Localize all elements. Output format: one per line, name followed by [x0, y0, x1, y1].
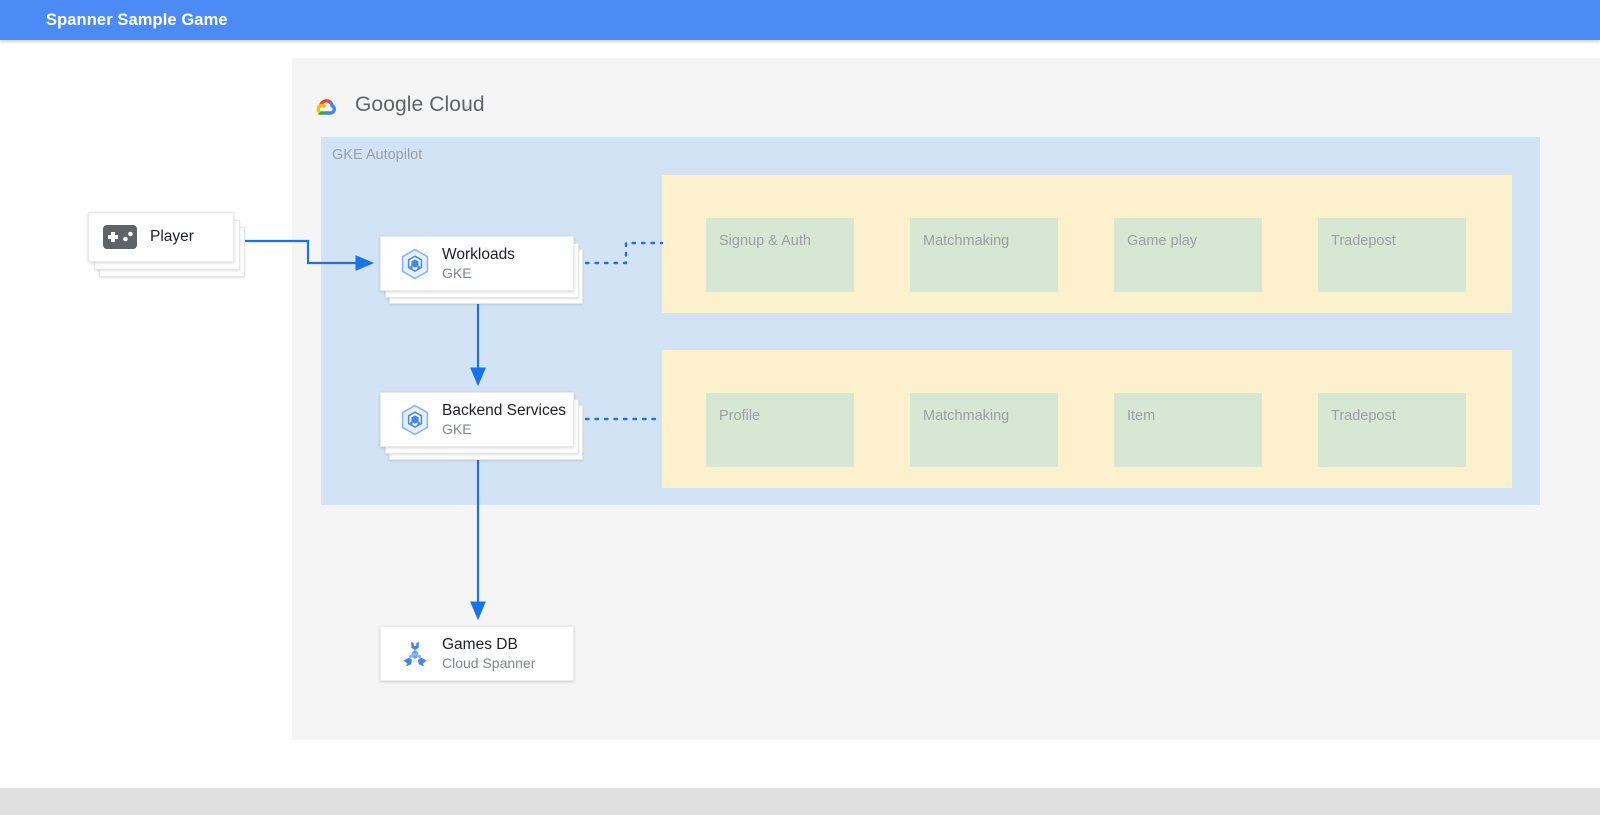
gke-icon [398, 403, 432, 437]
bottom-status-bar [0, 788, 1600, 815]
node-backend-services[interactable]: Backend Services GKE [380, 392, 583, 460]
cloud-spanner-icon [398, 637, 432, 671]
google-cloud-logo-text: Google Cloud [355, 93, 485, 117]
node-games-db[interactable]: Games DB Cloud Spanner [380, 626, 574, 681]
service-box-profile[interactable]: Profile [706, 393, 854, 467]
node-gamesdb-title: Games DB [442, 635, 518, 653]
service-box-item[interactable]: Item [1114, 393, 1262, 467]
service-box-game-play[interactable]: Game play [1114, 218, 1262, 292]
node-backend-title: Backend Services [442, 401, 567, 419]
app-header-bar: Spanner Sample Game [0, 0, 1600, 40]
service-box-tradepost[interactable]: Tradepost [1318, 218, 1466, 292]
node-gamesdb-text: Games DB Cloud Spanner [442, 635, 535, 673]
node-workloads-title: Workloads [442, 245, 515, 263]
node-workloads-subtitle: GKE [442, 264, 472, 281]
service-box-label: Matchmaking [923, 408, 1010, 424]
service-box-label: Signup & Auth [719, 233, 811, 249]
service-box-label: Profile [719, 408, 761, 424]
service-box-label: Matchmaking [923, 233, 1010, 249]
node-backend-subtitle: GKE [442, 420, 472, 437]
service-box-matchmaking-backend[interactable]: Matchmaking [910, 393, 1058, 467]
logo-word-cloud: Cloud [429, 93, 485, 116]
node-workloads-text: Workloads GKE [442, 245, 515, 283]
service-box-tradepost-backend[interactable]: Tradepost [1318, 393, 1466, 467]
gke-autopilot-label: GKE Autopilot [332, 147, 423, 163]
node-workloads[interactable]: Workloads GKE [380, 236, 583, 304]
node-player-title: Player [150, 228, 194, 245]
google-cloud-logo: Google Cloud [311, 93, 511, 125]
service-box-signup-auth[interactable]: Signup & Auth [706, 218, 854, 292]
service-box-label: Tradepost [1331, 408, 1396, 424]
app-title: Spanner Sample Game [46, 11, 228, 29]
node-backend-text: Backend Services GKE [442, 401, 566, 439]
backend-services-group: Profile Matchmaking Item Tradepost [662, 350, 1512, 488]
service-box-matchmaking[interactable]: Matchmaking [910, 218, 1058, 292]
gamepad-icon [103, 225, 137, 249]
logo-word-google: Google [355, 93, 424, 116]
node-player[interactable]: Player [88, 212, 245, 277]
workloads-services-group: Signup & Auth Matchmaking Game play Trad… [662, 175, 1512, 313]
google-cloud-logo-icon [311, 96, 341, 121]
service-box-label: Item [1127, 408, 1156, 424]
service-box-label: Game play [1127, 233, 1198, 249]
gke-icon [398, 247, 432, 281]
node-gamesdb-subtitle: Cloud Spanner [442, 654, 536, 671]
service-box-label: Tradepost [1331, 233, 1396, 249]
